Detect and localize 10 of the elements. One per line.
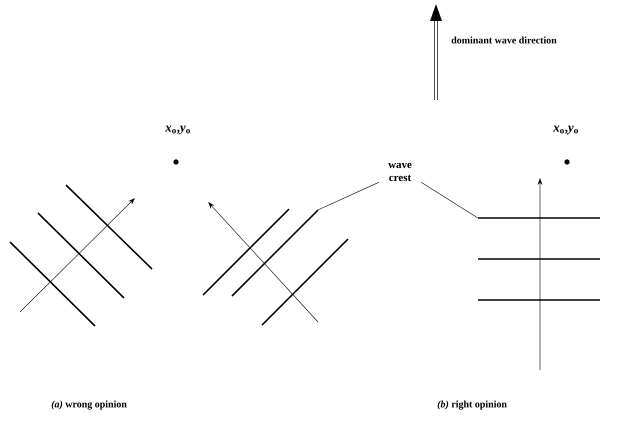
wave-crest-line [231,209,319,297]
leader-line [318,182,380,210]
direction-label: dominant wave direction [452,36,557,44]
leader-line [420,182,478,218]
panel-caption: (a) wrong opinion [52,400,127,410]
wave-crest-line [478,217,600,219]
point-label: x$_{o}$,y$_{o}$ [165,126,190,134]
callout-text: wave crest [388,162,412,182]
point-label: x$_{o}$,y$_{o}$ [553,126,578,134]
panel-caption: (b) right opinion [438,400,507,410]
